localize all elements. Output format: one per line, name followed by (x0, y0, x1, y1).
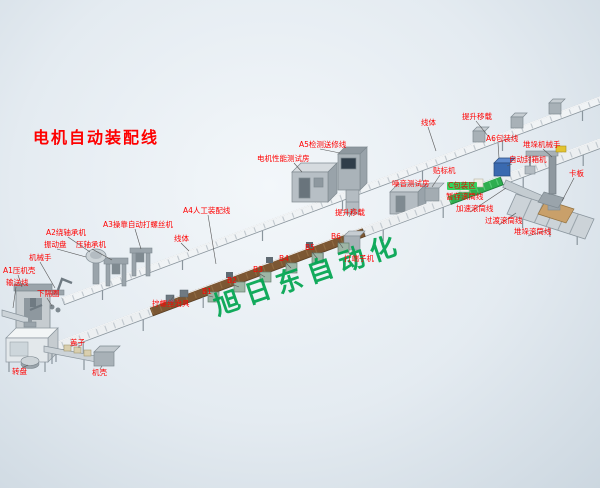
screw-fixture-item (179, 289, 189, 298)
bench-robot (23, 303, 43, 328)
label-a2-bearing-machine: A2绕轴承机 (46, 228, 86, 237)
label-lift-transfer-mid: 提升移载 (335, 208, 365, 217)
label-b5: B5 (305, 243, 315, 252)
label-vibration-bowl: 振动盘 (44, 240, 67, 249)
motor-item (226, 272, 233, 278)
label-auto-carton-sealer: 自动封箱机 (509, 155, 547, 164)
a2-bearing-press-gantry (103, 257, 129, 287)
label-buffer-roller-line: 暂存滚筒线 (446, 192, 484, 201)
bench-window (9, 341, 29, 357)
label-accelerate-roller-line: 加速滚筒线 (456, 204, 494, 213)
label-stacking-roller-line: 堆垛滚筒线 (514, 227, 552, 236)
label-c-packing-area: C包装区 (447, 181, 477, 191)
spacer-part (49, 304, 55, 310)
label-terminal-machine: 打端子机 (344, 254, 374, 263)
label-screw-fixture: 拧螺丝治具 (152, 299, 190, 308)
label-pallet: 卡板 (569, 169, 584, 178)
label-robot-arm-left: 机械手 (29, 253, 52, 262)
label-a6-packing-line: A6包装线 (486, 134, 519, 143)
stacking-robot-gantry (524, 145, 567, 209)
label-stacking-robot: 堆垛机械手 (523, 140, 561, 149)
a3-screw-gantry (129, 247, 153, 277)
spacer-part (55, 307, 61, 313)
label-b3: B3 (253, 265, 263, 274)
motor-item (266, 257, 273, 263)
label-bearing-press: 压轴承机 (76, 240, 106, 249)
platform-legs (521, 219, 578, 245)
inspection-cabinet (337, 146, 368, 191)
cover-parts (63, 344, 92, 357)
label-line-body-top: 线体 (421, 118, 436, 127)
label-a5-inspection-line: A5检测送修线 (299, 140, 347, 149)
label-infeed-conveyor: 输送线 (6, 278, 29, 287)
label-covers: 盖子 (70, 338, 85, 347)
label-turntable: 转盘 (12, 367, 27, 376)
a1-press-ram (30, 298, 36, 307)
label-b6: B6 (331, 232, 341, 241)
label-a4-manual-line: A4人工装配线 (183, 206, 231, 215)
workbench-section (5, 303, 121, 372)
diagram-title: 电机自动装配线 (33, 128, 160, 147)
label-b4: B4 (279, 254, 289, 263)
packing-section (493, 145, 595, 245)
label-labeling-machine: 贴标机 (433, 166, 456, 175)
label-noise-test-room: 噪音测试房 (392, 179, 430, 188)
carton-sealer-blue (493, 157, 516, 177)
terminal-machine-box (343, 230, 366, 251)
housing-box (93, 345, 121, 367)
return-conveyor-legs (101, 111, 584, 300)
label-b2: B2 (227, 276, 237, 285)
motor-performance-test-room (291, 162, 338, 203)
label-a1-press-housing: A1压机壳 (3, 266, 36, 275)
label-a3-auto-screw: A3操靠自动打螺丝机 (103, 220, 173, 229)
label-housing: 机壳 (92, 368, 107, 377)
left-robot-arm (51, 277, 73, 296)
label-b1: B1 (202, 287, 212, 296)
label-lower-spacer: 下隔圈 (37, 289, 60, 298)
label-motor-test-room: 电机性能测试房 (257, 154, 310, 163)
label-line-body-mid: 线体 (174, 234, 189, 243)
label-lift-transfer-top: 提升移载 (462, 112, 492, 121)
vibration-bowl-feeder (85, 248, 107, 285)
label-transition-roller-line: 过渡滚筒线 (485, 216, 523, 225)
motor-item (306, 242, 313, 248)
mid-machines (51, 146, 427, 296)
